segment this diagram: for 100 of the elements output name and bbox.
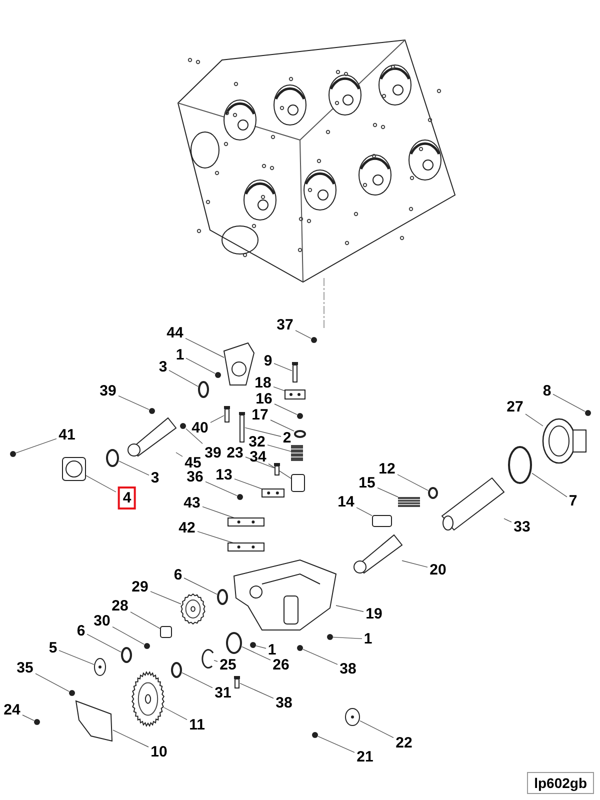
leader-line	[186, 358, 216, 374]
guard-plate	[75, 700, 113, 742]
leader-line	[118, 460, 150, 476]
leader-line	[377, 487, 398, 498]
leader-line	[244, 427, 282, 437]
shaft	[441, 477, 505, 531]
leader-line	[360, 720, 394, 738]
callout-number: 5	[48, 640, 58, 656]
callout-number: 28	[112, 598, 128, 614]
callout-number: 17	[252, 408, 268, 422]
callout-number: 31	[214, 686, 232, 700]
callout-number: 27	[506, 400, 524, 414]
callout-number: 2	[282, 430, 292, 446]
figure-code: lp602gb	[527, 772, 594, 794]
callout-number: 18	[254, 376, 272, 390]
leader-line	[202, 506, 235, 518]
leader-line	[504, 518, 512, 522]
callout-number: 10	[150, 744, 168, 760]
callout-number: 13	[216, 468, 232, 482]
plate	[284, 390, 306, 400]
callout-number: 6	[76, 624, 86, 638]
pump-housing	[233, 559, 337, 630]
callout-number: 39	[100, 384, 116, 398]
callout-number: 25	[220, 658, 236, 672]
bolt	[250, 642, 256, 648]
o-ring	[171, 662, 182, 678]
leader-line	[205, 481, 238, 496]
callout-number: 38	[276, 696, 292, 710]
callout-number: 9	[264, 354, 272, 368]
callout-number: 23	[226, 446, 244, 460]
callout-number: 44	[166, 326, 184, 340]
leader-line	[245, 456, 274, 468]
leader-line	[197, 531, 234, 544]
leader-line	[164, 707, 188, 720]
bolt	[180, 423, 186, 429]
leader-line	[86, 634, 122, 652]
sleeve	[372, 515, 392, 527]
leader-line	[186, 428, 203, 444]
leader-line	[336, 605, 364, 612]
callout-number: 39	[204, 446, 222, 460]
callout-number: 34	[250, 450, 266, 464]
callout-number: 35	[16, 660, 34, 676]
bolt	[312, 732, 318, 738]
leader-line	[184, 578, 218, 595]
callout-number: 11	[189, 718, 205, 732]
leader-line	[112, 730, 149, 748]
callout-number: 1	[364, 632, 372, 646]
plate	[262, 488, 284, 498]
callout-number: 29	[132, 580, 148, 594]
callout-number: 19	[366, 606, 382, 622]
callout-number: 16	[256, 392, 272, 406]
leader-line	[268, 463, 292, 479]
leader-line	[318, 736, 355, 753]
callout-number: 21	[356, 750, 374, 764]
bolt	[215, 372, 221, 378]
plate	[228, 542, 264, 552]
leader-line	[112, 626, 144, 645]
callout-number: 20	[430, 562, 446, 578]
leader-line	[525, 414, 544, 426]
o-ring	[198, 381, 209, 398]
leader-line	[35, 673, 70, 692]
callout-number: 42	[178, 520, 196, 536]
callout-number: 1	[268, 642, 276, 658]
leader-line	[240, 682, 274, 699]
o-ring	[217, 589, 228, 605]
callout-number: 3	[150, 470, 160, 486]
leader-line	[130, 612, 160, 629]
spring	[398, 497, 420, 507]
leader-line	[118, 395, 150, 410]
gear	[180, 593, 206, 625]
callout-number: 7	[568, 494, 578, 508]
gear	[132, 670, 164, 728]
callout-number: 38	[340, 662, 356, 676]
leader-line	[86, 475, 116, 492]
plate	[228, 518, 264, 526]
pin	[234, 676, 240, 688]
o-ring	[226, 632, 242, 654]
disk	[345, 708, 360, 726]
callout-number: 3	[158, 360, 168, 374]
leader-line	[16, 438, 57, 454]
bolt	[585, 410, 591, 416]
bolt	[297, 645, 303, 651]
flange-housing	[62, 457, 86, 481]
callout-number: 33	[514, 520, 530, 534]
bolt	[144, 643, 150, 649]
bolt	[34, 719, 40, 725]
o-ring	[508, 446, 532, 484]
callout-number: 1	[176, 348, 184, 362]
callout-number: 43	[184, 496, 200, 510]
callout-number: 40	[192, 420, 208, 436]
leader-line	[150, 591, 182, 604]
o-ring	[428, 487, 438, 499]
bolt	[297, 413, 303, 419]
leader-line	[234, 478, 262, 490]
sleeve	[291, 474, 305, 492]
callout-number: 22	[396, 736, 412, 750]
leader-line	[242, 646, 271, 660]
pin	[224, 406, 230, 422]
pin	[292, 362, 298, 382]
o-ring	[121, 647, 132, 663]
